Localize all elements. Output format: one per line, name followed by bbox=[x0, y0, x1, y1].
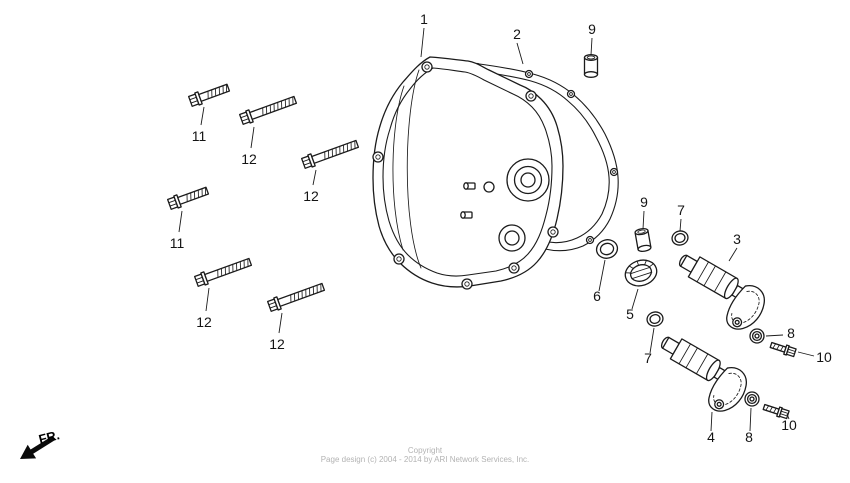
bolt-11-lower bbox=[166, 183, 211, 212]
callout-7-upper: 7 bbox=[677, 202, 685, 218]
callout-3: 3 bbox=[733, 231, 741, 247]
callout-9-right: 9 bbox=[640, 194, 648, 210]
callout-10-lower: 10 bbox=[781, 417, 797, 433]
callout-5: 5 bbox=[626, 306, 634, 322]
part-9-cap-right bbox=[633, 227, 653, 253]
callout-11-upper: 11 bbox=[192, 128, 207, 144]
fr-direction-indicator: FR. bbox=[20, 427, 61, 459]
callout-12-upper-2: 12 bbox=[303, 188, 319, 204]
bolt-12-upper-1 bbox=[238, 93, 299, 127]
fr-label: FR. bbox=[37, 427, 61, 447]
watermark-line2: Page design (c) 2004 - 2014 by ARI Netwo… bbox=[320, 455, 530, 464]
bolt-12-lower-1 bbox=[193, 255, 254, 289]
part-10-bolt-upper bbox=[768, 339, 798, 358]
fr-arrow-icon bbox=[20, 435, 56, 459]
cover-seal-bosses bbox=[483, 158, 550, 252]
bolt-11-upper bbox=[187, 80, 232, 109]
watermark-line1: Copyright bbox=[407, 446, 443, 455]
callout-12-lower-2: 12 bbox=[269, 336, 285, 352]
mounting-bolts bbox=[166, 80, 361, 314]
callout-12-lower-1: 12 bbox=[196, 314, 212, 330]
part-cover bbox=[372, 56, 564, 290]
part-7-oring-upper bbox=[669, 228, 691, 248]
callout-10-upper: 10 bbox=[816, 349, 832, 365]
callouts: 1 2 9 11 12 12 11 12 12 9 7 3 6 5 7 8 10… bbox=[170, 11, 832, 445]
part-4-shaft-assembly bbox=[645, 328, 754, 420]
part-3-shaft-assembly bbox=[663, 246, 772, 338]
leader-lines bbox=[178, 27, 815, 432]
callout-2: 2 bbox=[513, 26, 521, 42]
callout-9-top: 9 bbox=[588, 21, 596, 37]
callout-12-upper-1: 12 bbox=[241, 151, 257, 167]
part-6-washer bbox=[595, 239, 619, 259]
part-9-cap-top bbox=[583, 54, 599, 78]
callout-4: 4 bbox=[707, 429, 715, 445]
cover-dowel-studs bbox=[460, 182, 476, 219]
small-parts bbox=[583, 54, 798, 420]
callout-6: 6 bbox=[593, 288, 601, 304]
bolt-12-upper-2 bbox=[300, 137, 361, 171]
cover-bolt-ears bbox=[372, 61, 559, 290]
callout-8-upper: 8 bbox=[787, 325, 795, 341]
callout-1: 1 bbox=[420, 11, 428, 27]
bolt-12-lower-2 bbox=[266, 280, 327, 314]
part-7-oring-lower bbox=[644, 309, 666, 329]
callout-7-lower: 7 bbox=[644, 350, 652, 366]
part-8-nut-upper bbox=[749, 328, 765, 344]
callout-11-lower: 11 bbox=[170, 235, 185, 251]
part-8-nut-lower bbox=[744, 391, 760, 407]
watermark: Copyright Page design (c) 2004 - 2014 by… bbox=[0, 446, 850, 464]
part-5-plug bbox=[624, 259, 658, 287]
callout-8-lower: 8 bbox=[745, 429, 753, 445]
